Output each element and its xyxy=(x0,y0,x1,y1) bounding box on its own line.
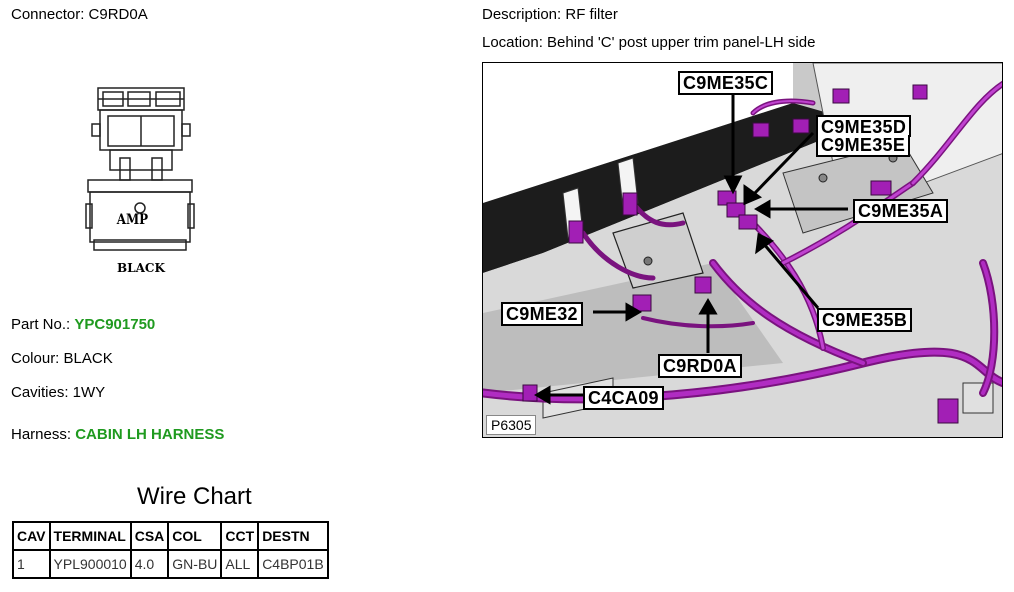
column-header-cav: CAV xyxy=(12,521,51,551)
cell-csa: 4.0 xyxy=(129,549,170,579)
callout-c9me35a: C9ME35A xyxy=(853,199,949,223)
connector-title: Connector: C9RD0A xyxy=(11,6,148,23)
callout-c4ca09: C4CA09 xyxy=(583,386,664,410)
part-number: Part No.: YPC901750 xyxy=(11,316,155,333)
wire-chart-title: Wire Chart xyxy=(137,483,252,510)
callout-c9me35d: C9ME35D xyxy=(816,115,912,137)
amp-logo-text: AMP xyxy=(116,212,149,228)
callout-c9rd0a: C9RD0A xyxy=(658,354,742,378)
connector-drawing xyxy=(85,87,195,251)
callout-c9me35e: C9ME35E xyxy=(816,135,911,157)
cell-cav: 1 xyxy=(12,549,51,579)
callout-c9me35c: C9ME35C xyxy=(678,71,774,95)
cavities-text: Cavities: 1WY xyxy=(11,384,106,401)
wire-chart-header-row: CAV TERMINAL CSA COL CCT DESTN xyxy=(12,521,329,551)
colour-text: Colour: BLACK xyxy=(11,350,113,367)
cell-cct: ALL xyxy=(220,549,260,579)
harness-value: CABIN LH HARNESS xyxy=(75,426,225,443)
column-header-destn: DESTN xyxy=(257,521,329,551)
location-photo: C9ME35C C9ME35D C9ME35E C9ME35A C9ME32 C… xyxy=(482,62,1003,438)
part-number-label: Part No.: xyxy=(11,316,71,333)
connector-color-caption: BLACK xyxy=(117,261,165,275)
table-row: 1 YPL900010 4.0 GN-BU ALL C4BP01B xyxy=(12,549,329,579)
callout-c9me35b: C9ME35B xyxy=(817,308,913,332)
column-header-terminal: TERMINAL xyxy=(48,521,132,551)
harness-label: Harness: xyxy=(11,426,72,443)
column-header-col: COL xyxy=(167,521,223,551)
cell-terminal: YPL900010 xyxy=(48,549,132,579)
column-header-csa: CSA xyxy=(129,521,170,551)
part-number-value: YPC901750 xyxy=(74,316,156,333)
column-header-cct: CCT xyxy=(220,521,260,551)
location-illustration xyxy=(483,63,1002,437)
wire-chart-table: CAV TERMINAL CSA COL CCT DESTN 1 YPL9000… xyxy=(12,521,329,579)
cell-destn: C4BP01B xyxy=(257,549,329,579)
cell-col: GN-BU xyxy=(167,549,223,579)
description-text: Description: RF filter xyxy=(482,6,618,23)
callout-c9me32: C9ME32 xyxy=(501,302,583,326)
figure-id: P6305 xyxy=(486,415,537,435)
harness: Harness: CABIN LH HARNESS xyxy=(11,426,224,443)
location-text: Location: Behind 'C' post upper trim pan… xyxy=(482,34,816,51)
